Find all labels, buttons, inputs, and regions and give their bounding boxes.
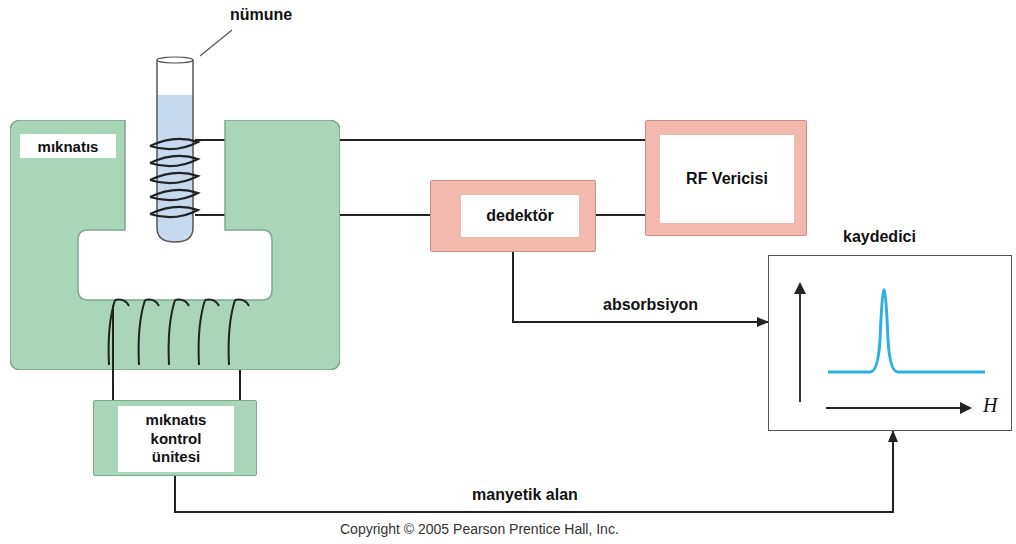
- coil-wire: [239, 365, 241, 400]
- edge-label: absorbsiyon: [601, 296, 700, 314]
- node-label: dedektör: [486, 207, 554, 225]
- signal-connector: [513, 252, 768, 322]
- magnet-control-unit: mıknatıs kontrol ünitesi: [93, 400, 257, 476]
- axis-label: H: [983, 394, 997, 417]
- label-panel: dedektör: [461, 195, 579, 237]
- sample-label: nümune: [230, 6, 292, 24]
- rf-transmitter: RF Vericisi: [645, 120, 807, 236]
- node-label: RF Vericisi: [672, 169, 782, 189]
- label-panel: RF Vericisi: [660, 135, 794, 223]
- detector: dedektör: [430, 180, 596, 252]
- recorder-plot: [794, 282, 985, 414]
- signal-connector: [596, 214, 645, 216]
- magnet: mıknatıs: [10, 120, 340, 370]
- signal-connector: [175, 431, 893, 512]
- copyright-note: Copyright © 2005 Pearson Prentice Hall, …: [340, 521, 619, 537]
- leader-line: [200, 30, 232, 56]
- node-label: mıknatıs kontrol ünitesi: [128, 411, 224, 467]
- recorder: kaydedici: [768, 255, 1012, 431]
- node-label: mıknatıs: [38, 138, 99, 155]
- label-panel: mıknatıs: [20, 134, 116, 158]
- signal-connector: [112, 365, 114, 400]
- node-label: kaydedici: [843, 228, 916, 246]
- label-panel: mıknatıs kontrol ünitesi: [118, 406, 234, 472]
- edge-label: manyetik alan: [470, 486, 580, 504]
